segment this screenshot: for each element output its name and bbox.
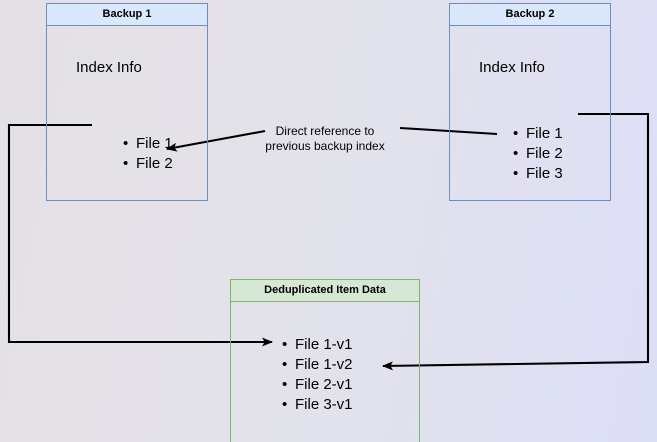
node-backup-2-items: File 1 File 2 File 3 <box>508 124 563 184</box>
node-deduplicated-items: File 1-v1 File 1-v2 File 2-v1 File 3-v1 <box>277 335 352 415</box>
node-backup-1[interactable]: Backup 1 Index Info File 1 File 2 <box>46 3 208 201</box>
node-backup-2-header: Backup 2 <box>450 4 610 26</box>
list-item: File 1 <box>123 134 173 154</box>
node-backup-1-body: Index Info File 1 File 2 <box>47 26 207 200</box>
node-deduplicated-item-data[interactable]: Deduplicated Item Data File 1-v1 File 1-… <box>230 279 420 442</box>
node-backup-2-body: Index Info File 1 File 2 File 3 <box>450 26 610 200</box>
node-backup-1-header: Backup 1 <box>47 4 207 26</box>
node-deduplicated-header: Deduplicated Item Data <box>231 280 419 302</box>
list-item: File 2 <box>123 154 173 174</box>
list-item: File 1-v2 <box>282 355 352 375</box>
list-item: File 2 <box>513 144 563 164</box>
edge-label-line-2: previous backup index <box>265 139 385 153</box>
node-backup-1-items: File 1 File 2 <box>118 134 173 174</box>
node-deduplicated-body: File 1-v1 File 1-v2 File 2-v1 File 3-v1 <box>231 302 419 442</box>
list-item: File 1 <box>513 124 563 144</box>
node-backup-1-title: Index Info <box>76 59 142 76</box>
list-item: File 3-v1 <box>282 395 352 415</box>
edge-label-line-1: Direct reference to <box>275 124 375 138</box>
list-item: File 3 <box>513 164 563 184</box>
list-item: File 2-v1 <box>282 375 352 395</box>
edge-label-direct-reference: Direct reference to previous backup inde… <box>249 124 401 154</box>
list-item: File 1-v1 <box>282 335 352 355</box>
node-backup-2[interactable]: Backup 2 Index Info File 1 File 2 File 3 <box>449 3 611 201</box>
node-backup-2-title: Index Info <box>479 59 545 76</box>
